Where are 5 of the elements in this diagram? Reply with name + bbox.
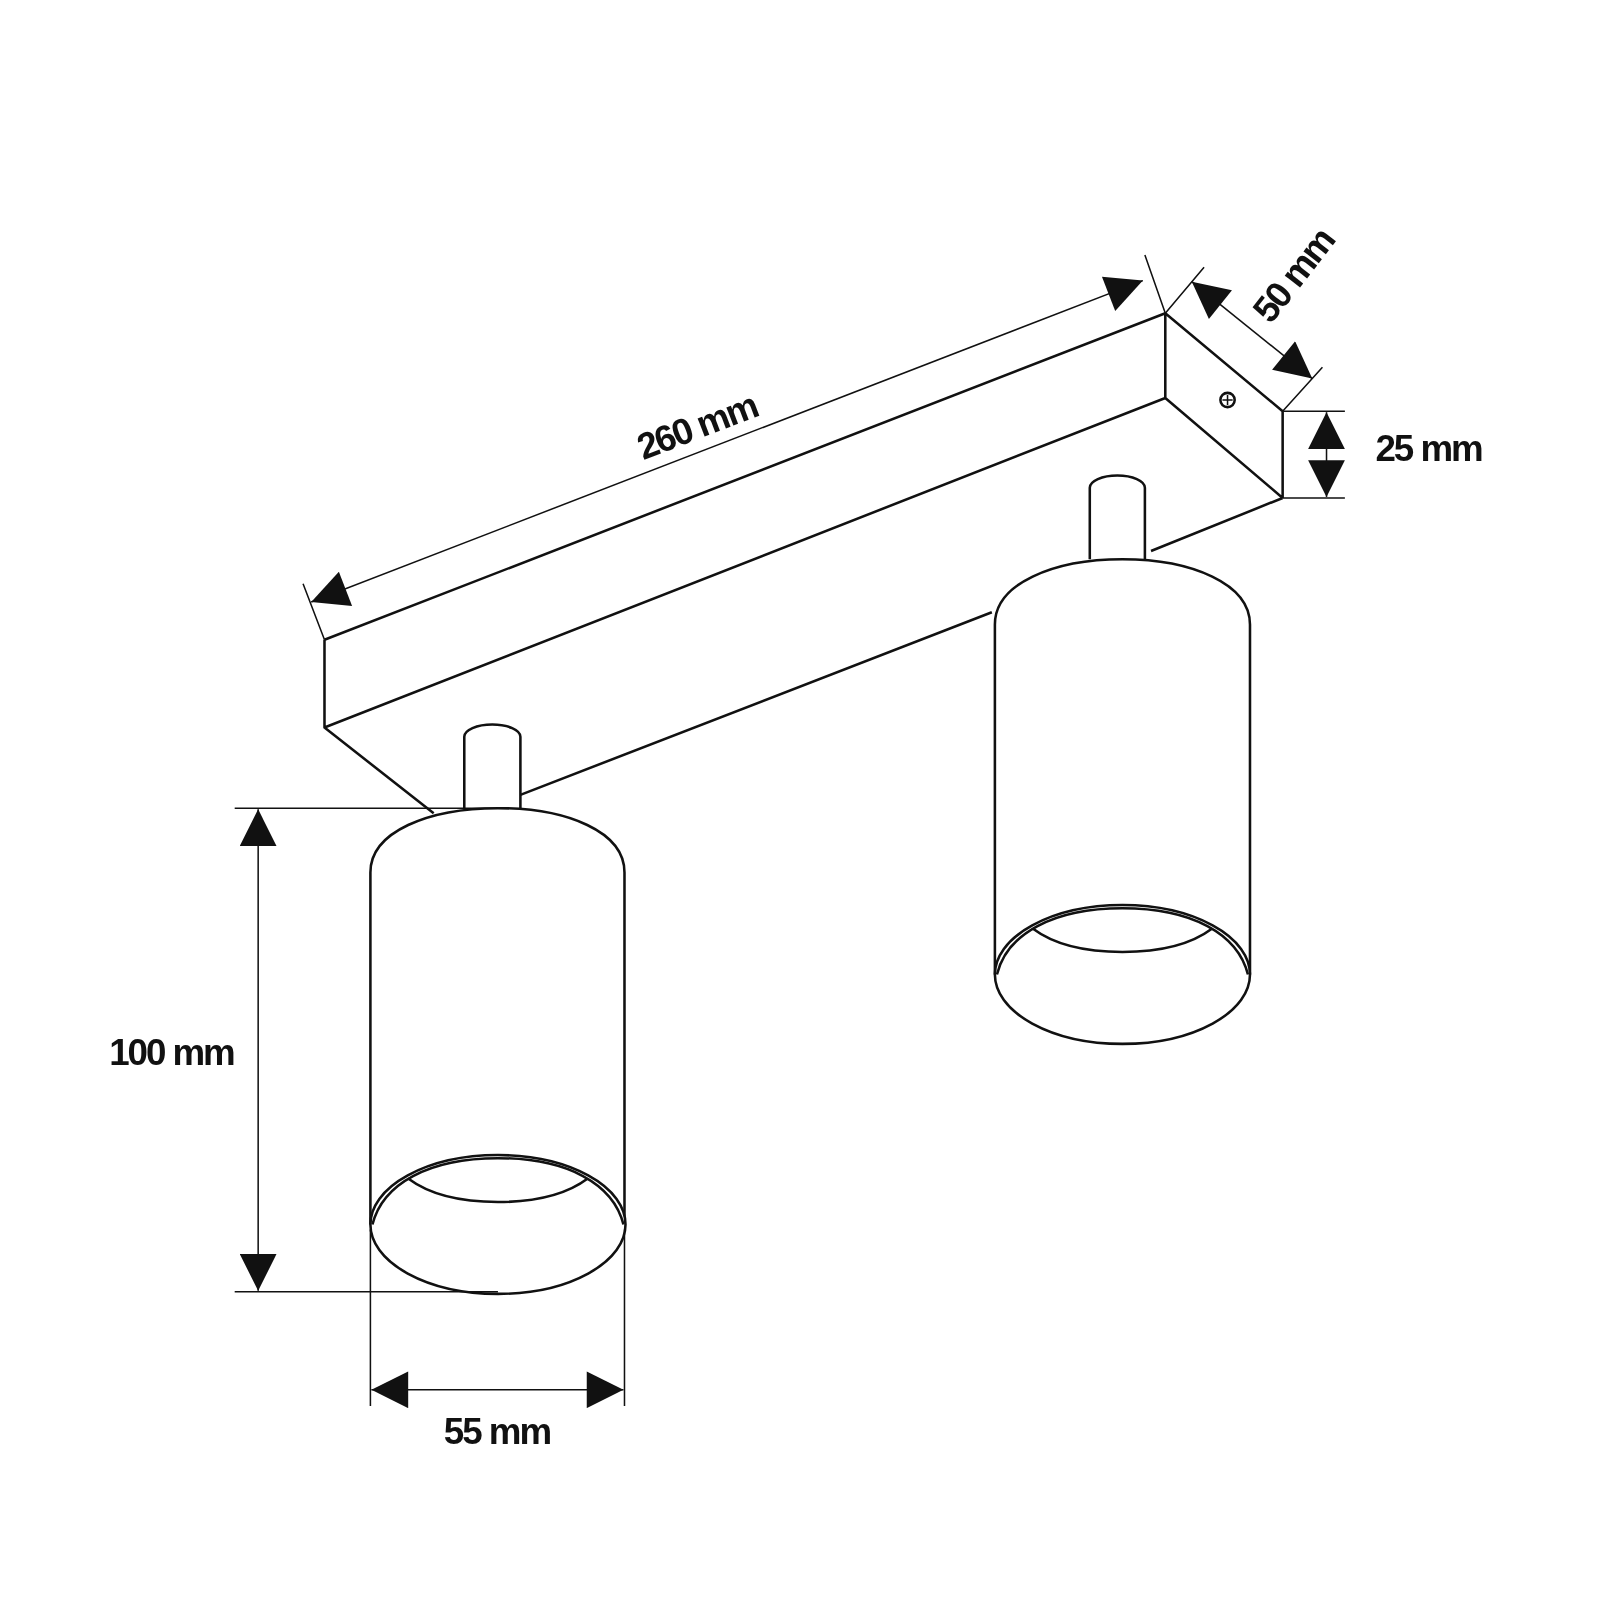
dimension-label: 100 mm <box>109 1031 234 1075</box>
dimension-label: 55 mm <box>443 1410 551 1454</box>
dimension-label: 50 mm <box>1244 220 1344 331</box>
dimension-label: 25 mm <box>1375 427 1482 471</box>
dimension-label: 260 mm <box>631 384 763 469</box>
